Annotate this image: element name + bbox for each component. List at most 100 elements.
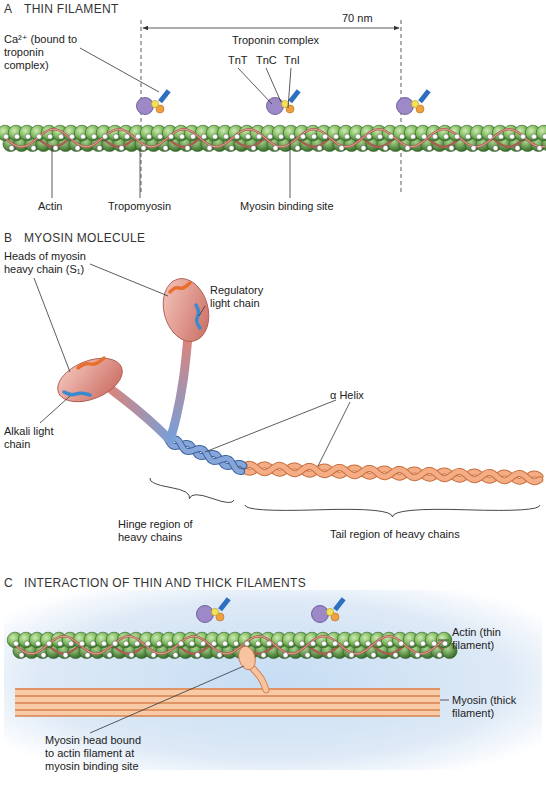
panel-letter: C (4, 577, 20, 590)
myosin-binding-site (46, 641, 51, 646)
thick-filament-strand (15, 695, 440, 697)
myosin-binding-site (119, 145, 124, 150)
myosin-binding-site (36, 134, 41, 139)
myosin-head (51, 350, 128, 411)
myosin-neck (112, 390, 170, 440)
myosin-binding-site (211, 641, 216, 646)
myosin-binding-site (189, 641, 194, 646)
myosin-binding-site (427, 145, 432, 150)
dimension-label: 70 nm (342, 12, 392, 25)
myosin-binding-site (487, 134, 492, 139)
myosin-head (156, 273, 215, 346)
myosin-binding-site (295, 145, 300, 150)
myosin-binding-site (383, 145, 388, 150)
myosin-binding-site (24, 641, 29, 646)
myosin-binding-site (151, 652, 156, 657)
myosin-binding-site (266, 641, 271, 646)
troponin-t (312, 606, 329, 623)
panel-title: INTERACTION OF THIN AND THICK FILAMENTS (24, 577, 354, 590)
hinge-helix (168, 439, 242, 472)
myosin-binding-site (387, 641, 392, 646)
thick-filament-strand (15, 709, 440, 711)
tropomyosin-highlight (5, 129, 545, 147)
myosin-binding-site (537, 145, 542, 150)
myosin-binding-site (53, 145, 58, 150)
myosin-binding-site (409, 641, 414, 646)
myosin-binding-site (35, 641, 40, 646)
panel-title: MYOSIN MOLECULE (24, 232, 224, 245)
myosin-binding-site (14, 134, 19, 139)
bracket (245, 505, 540, 517)
part-label: Ca²⁺ (bound to troponin complex) (4, 33, 88, 72)
panel-letter: B (4, 232, 20, 245)
myosin-binding-site (256, 134, 261, 139)
troponin-t (397, 98, 414, 115)
myosin-binding-site (476, 134, 481, 139)
leader-line (90, 666, 244, 733)
alkali-light-chain (64, 392, 90, 395)
myosin-binding-site (41, 652, 46, 657)
myosin-binding-site (207, 145, 212, 150)
myosin-binding-site (299, 641, 304, 646)
regulatory-light-chain (170, 283, 190, 292)
myosin-binding-site (68, 641, 73, 646)
myosin-binding-site (366, 134, 371, 139)
bracket (150, 478, 234, 503)
troponin-c (211, 608, 218, 615)
myosin-binding-site (90, 641, 95, 646)
myosin-binding-site (168, 134, 173, 139)
myosin-binding-site (283, 652, 288, 657)
myosin-binding-site (410, 134, 415, 139)
myosin-binding-site (31, 145, 36, 150)
part-label: TnC (256, 54, 280, 67)
myosin-binding-site (332, 641, 337, 646)
thick-filament-strand (15, 702, 440, 704)
myosin-binding-site (201, 134, 206, 139)
tropomyosin-strand (5, 129, 545, 147)
panel-letter: A (4, 3, 20, 16)
panel-myosin-molecule (34, 264, 540, 517)
myosin-binding-site (339, 145, 344, 150)
myosin-binding-site (288, 641, 293, 646)
myosin-binding-site (454, 134, 459, 139)
panel-title: THIN FILAMENT (24, 3, 224, 16)
thin-filament (7, 632, 457, 658)
myosin-binding-site (229, 145, 234, 150)
myosin-binding-site (212, 134, 217, 139)
myosin-binding-site (167, 641, 172, 646)
myosin-binding-site (333, 134, 338, 139)
myosin-binding-site (163, 145, 168, 150)
myosin-binding-site (415, 652, 420, 657)
calcium-ion (288, 89, 301, 103)
myosin-binding-site (146, 134, 151, 139)
part-label: Tropomyosin (108, 200, 188, 213)
tail-helix (242, 465, 540, 481)
myosin-binding-site (223, 134, 228, 139)
myosin-binding-site (349, 652, 354, 657)
part-label: TnI (284, 54, 308, 67)
myosin-binding-site (255, 641, 260, 646)
myosin-binding-site (9, 145, 14, 150)
leader-line (199, 306, 205, 316)
myosin-binding-site (173, 652, 178, 657)
myosin-binding-site (278, 134, 283, 139)
myosin-binding-site (365, 641, 370, 646)
part-label: Myosin head bound to actin filament at m… (45, 734, 145, 773)
myosin-binding-site (102, 134, 107, 139)
part-label: TnT (228, 54, 252, 67)
myosin-binding-site (377, 134, 382, 139)
leader-line (80, 48, 159, 92)
myosin-binding-site (113, 134, 118, 139)
myosin-binding-site (327, 652, 332, 657)
myosin-binding-site (398, 641, 403, 646)
myosin-binding-site (69, 134, 74, 139)
myosin-binding-site (542, 134, 546, 139)
myosin-binding-site (261, 652, 266, 657)
myosin-binding-site (355, 134, 360, 139)
myosin-binding-site (311, 134, 316, 139)
myosin-neck (170, 336, 188, 440)
myosin-binding-site (322, 134, 327, 139)
tropomyosin-highlight (15, 636, 443, 654)
tail-helix (242, 465, 540, 481)
myosin-binding-site (233, 641, 238, 646)
